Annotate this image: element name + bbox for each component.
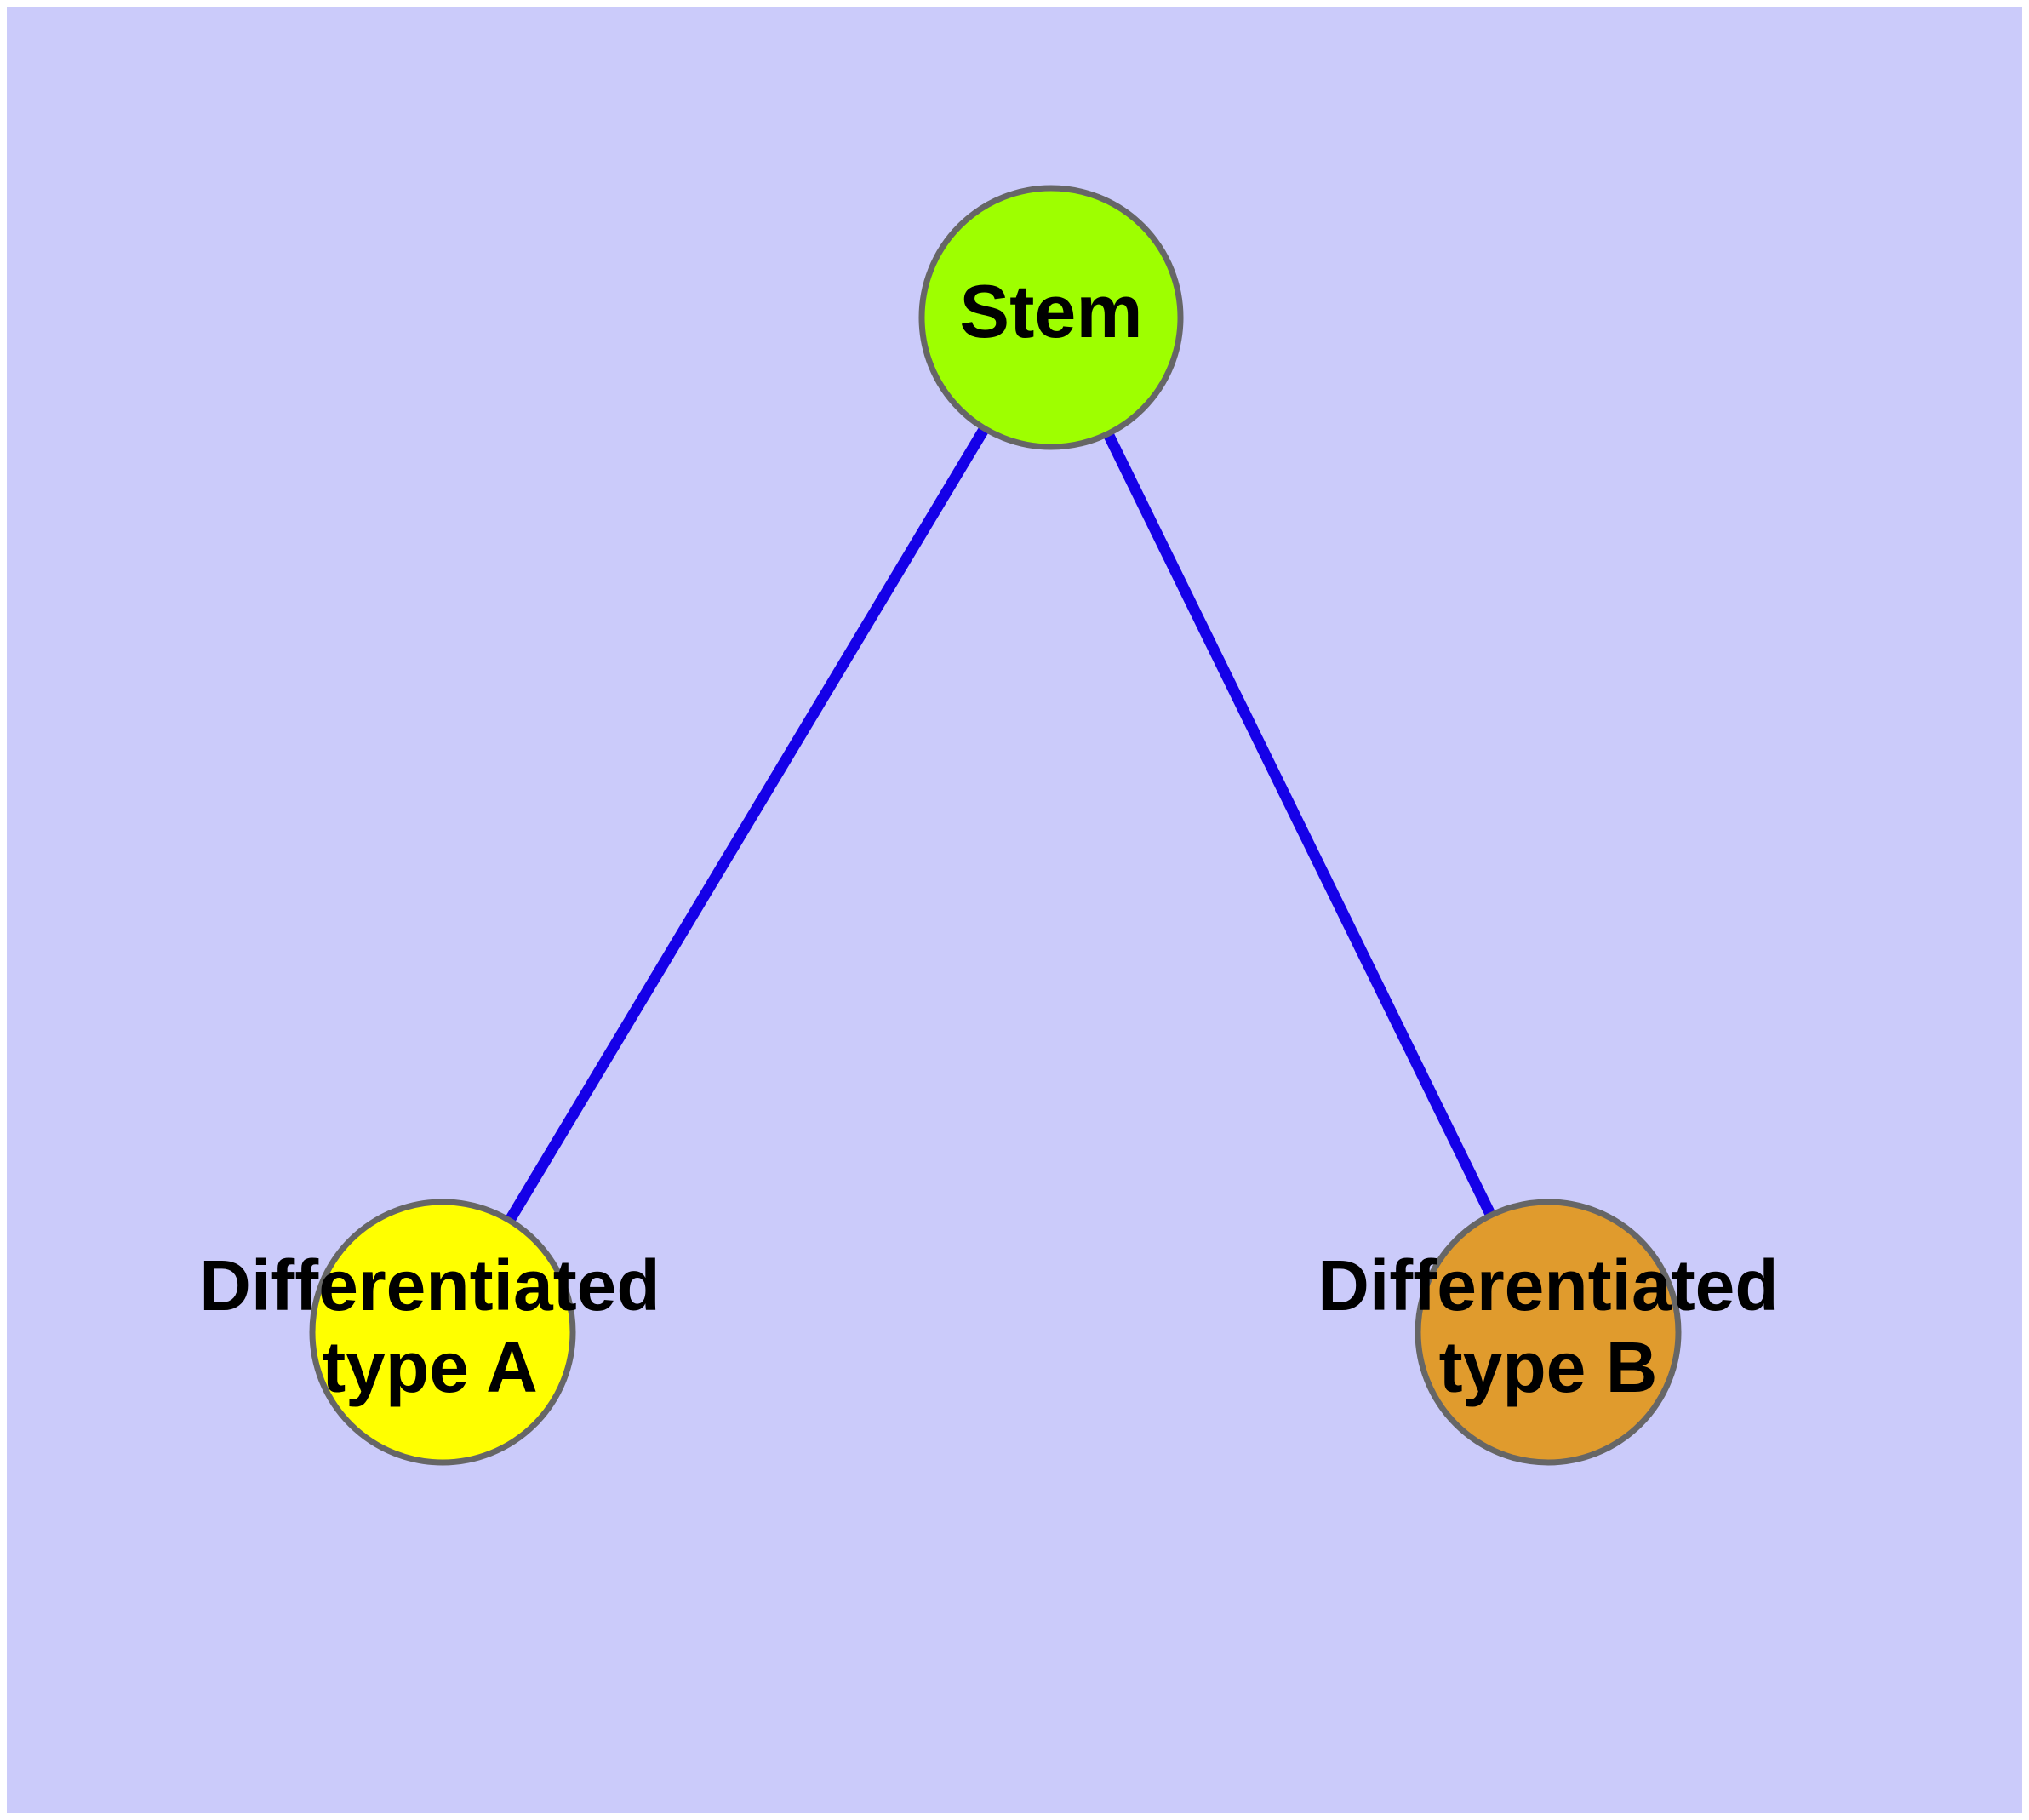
node-label-line: Differentiated bbox=[1317, 1245, 1778, 1325]
nodes-layer bbox=[309, 185, 1682, 1466]
edge-stem-to-diff-a[interactable] bbox=[502, 421, 992, 1228]
node-circle-stem[interactable] bbox=[918, 185, 1184, 450]
node-label-line: type A bbox=[322, 1327, 538, 1407]
edge-stem-to-diff-b[interactable] bbox=[1100, 426, 1499, 1222]
edges-layer bbox=[502, 421, 1499, 1228]
node-label-line: Differentiated bbox=[199, 1245, 660, 1325]
node-label-line: type B bbox=[1439, 1327, 1658, 1407]
node-circle-diff_a[interactable] bbox=[309, 1199, 576, 1466]
node-circle-diff_b[interactable] bbox=[1415, 1199, 1682, 1466]
node-label-stem: Stem bbox=[959, 269, 1142, 353]
node-label-line: Stem bbox=[959, 269, 1142, 353]
